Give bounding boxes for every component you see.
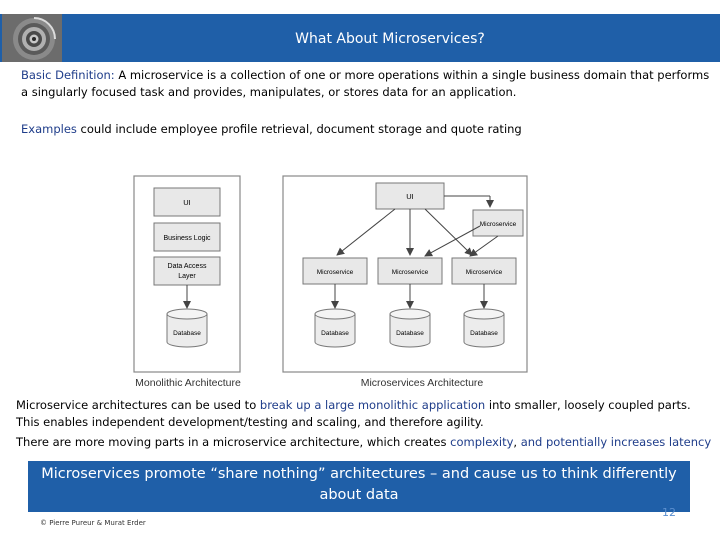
body-line-3-separator: ,	[513, 435, 521, 449]
micro-database-label-1: Database	[321, 330, 349, 337]
body-line-2: This enables independent development/tes…	[16, 415, 484, 429]
micro-top-service-box	[472, 209, 524, 237]
examples-paragraph: Examples could include employee profile …	[21, 121, 522, 138]
mono-database-label: Database	[173, 330, 201, 337]
definition-text: A microservice is a collection of one or…	[21, 68, 710, 99]
mono-caption: Monolithic Architecture	[135, 377, 241, 389]
micro-database-label-2: Database	[396, 330, 424, 337]
body-line-1-text-a: Microservice architectures can be used t…	[16, 398, 260, 412]
spiral-staircase-logo	[2, 14, 62, 62]
micro-service-box-3	[451, 257, 517, 285]
micro-service-label-1: Microservice	[317, 269, 354, 276]
definition-paragraph: Basic Definition: A microservice is a co…	[21, 67, 711, 101]
micro-ui-label: UI	[406, 192, 414, 201]
architecture-diagram: UI Business Logic Data Access Layer Data…	[133, 175, 528, 389]
body-line-1-text-b: into smaller, loosely coupled parts.	[485, 398, 691, 412]
body-line-3: There are more moving parts in a microse…	[16, 434, 711, 451]
examples-text: could include employee profile retrieval…	[76, 122, 522, 136]
body-line-3-highlight-2: and potentially increases latency	[520, 435, 712, 449]
micro-ui-box	[375, 182, 445, 210]
micro-database-label-3: Database	[470, 330, 498, 337]
micro-database-icon-1	[314, 308, 356, 348]
micro-database-icon-3	[463, 308, 505, 348]
body-line-1: Microservice architectures can be used t…	[16, 397, 691, 414]
mono-database-icon	[166, 308, 208, 348]
mono-business-logic-box	[153, 222, 221, 252]
page-number: 12	[662, 506, 676, 519]
page-title: What About Microservices?	[295, 31, 485, 47]
mono-dal-label-2: Layer	[178, 273, 196, 280]
mono-business-logic-label: Business Logic	[163, 235, 211, 242]
monolith-container	[133, 175, 241, 373]
body-line-1-highlight: break up a large monolithic application	[259, 398, 486, 412]
micro-service-label-2: Microservice	[392, 269, 429, 276]
examples-label: Examples	[21, 122, 77, 136]
micro-top-service-label: Microservice	[480, 221, 517, 228]
body-line-3-text-a: There are more moving parts in a microse…	[16, 435, 451, 449]
callout-banner: Microservices promote “share nothing” ar…	[28, 461, 690, 512]
mono-dal-box	[153, 256, 221, 286]
micro-caption: Microservices Architecture	[361, 377, 484, 389]
definition-label: Basic Definition:	[21, 68, 115, 82]
mono-dal-label-1: Data Access	[168, 263, 207, 270]
micro-service-label-3: Microservice	[466, 269, 503, 276]
body-line-3-highlight-1: complexity	[450, 435, 514, 449]
micro-database-icon-2	[389, 308, 431, 348]
microservices-container	[282, 175, 528, 373]
header-bar	[0, 14, 720, 62]
mono-ui-label: UI	[183, 198, 191, 207]
mono-ui-box	[153, 187, 221, 217]
footer-copyright: © Pierre Pureur & Murat Erder	[40, 519, 146, 527]
micro-service-box-2	[377, 257, 443, 285]
